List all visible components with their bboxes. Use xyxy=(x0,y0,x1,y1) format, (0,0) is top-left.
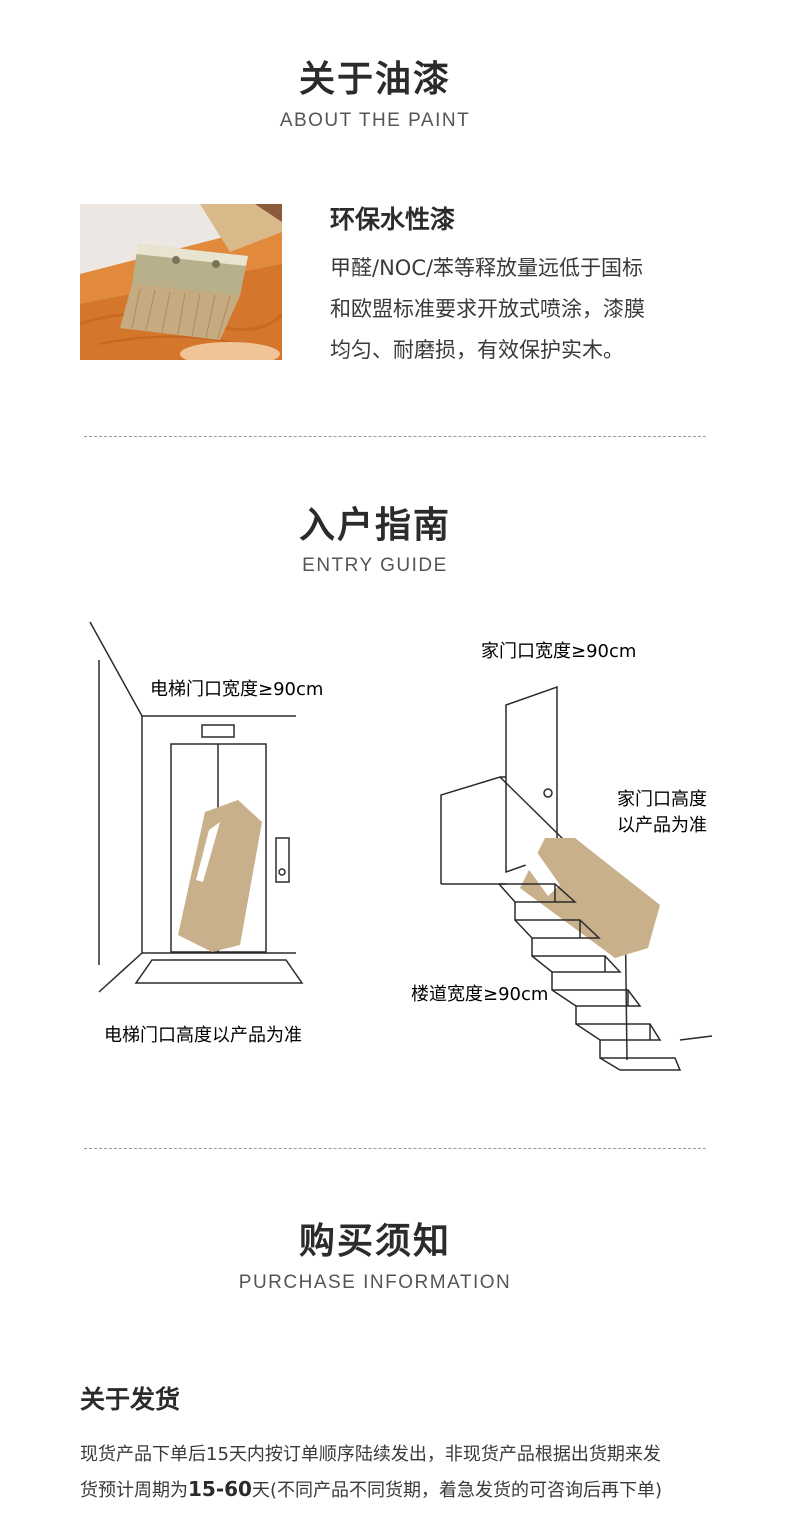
shipping-text: 现货产品下单后15天内按订单顺序陆续发出，非现货产品根据出货期来发 货预计周期为… xyxy=(80,1437,730,1508)
entry-guide-illustration: 电梯门口宽度≥90cm 电梯门口高度以产品为准 家门口宽度≥90cm 家门口高度… xyxy=(89,621,713,1071)
paint-desc-line: 和欧盟标准要求开放式喷涂，漆膜 xyxy=(330,297,645,321)
stair-steps xyxy=(498,883,713,1071)
paint-item-description: 甲醛/NOC/苯等释放量远低于国标 和欧盟标准要求开放式喷涂，漆膜 均匀、耐磨损… xyxy=(330,248,720,371)
elevator-width-label: 电梯门口宽度≥90cm xyxy=(150,679,323,700)
stair-product-shape xyxy=(520,838,660,958)
stair-width-label: 楼道宽度≥90cm xyxy=(411,984,548,1005)
door-height-label-line2: 以产品为准 xyxy=(617,815,707,836)
paint-desc-line: 均匀、耐磨损，有效保护实木。 xyxy=(330,338,624,362)
door-height-label-line1: 家门口高度 xyxy=(617,789,707,810)
door-width-label: 家门口宽度≥90cm xyxy=(481,641,636,662)
entry-guide-subtitle: ENTRY GUIDE xyxy=(302,555,448,576)
about-paint-title: 关于油漆 xyxy=(298,59,451,100)
purchase-subtitle: PURCHASE INFORMATION xyxy=(238,1272,512,1293)
shipping-heading: 关于发货 xyxy=(80,1385,181,1414)
elevator-product-shape xyxy=(178,800,262,952)
shipping-line: 现货产品下单后15天内按订单顺序陆续发出，非现货产品根据出货期来发 xyxy=(80,1444,661,1465)
paint-item-title: 环保水性漆 xyxy=(330,205,456,234)
shipping-period: 15-60 xyxy=(188,1477,252,1501)
elevator-height-label: 电梯门口高度以产品为准 xyxy=(104,1025,302,1046)
shipping-line2-suffix: 天(不同产品不同货期，着急发货的可咨询后再下单) xyxy=(251,1480,663,1501)
entry-guide-title: 入户指南 xyxy=(298,505,451,546)
section-divider xyxy=(84,1148,706,1149)
about-paint-subtitle: ABOUT THE PAINT xyxy=(279,110,471,131)
shipping-line2-prefix: 货预计周期为 xyxy=(80,1480,188,1501)
shipping-line: 货预计周期为15-60天(不同产品不同货期，着急发货的可咨询后再下单) xyxy=(80,1472,730,1508)
paint-brush-image xyxy=(80,204,282,360)
paint-desc-line: 甲醛/NOC/苯等释放量远低于国标 xyxy=(330,256,644,280)
section-divider xyxy=(84,436,706,437)
paint-brush-icon xyxy=(80,204,282,360)
purchase-title: 购买须知 xyxy=(298,1221,451,1262)
